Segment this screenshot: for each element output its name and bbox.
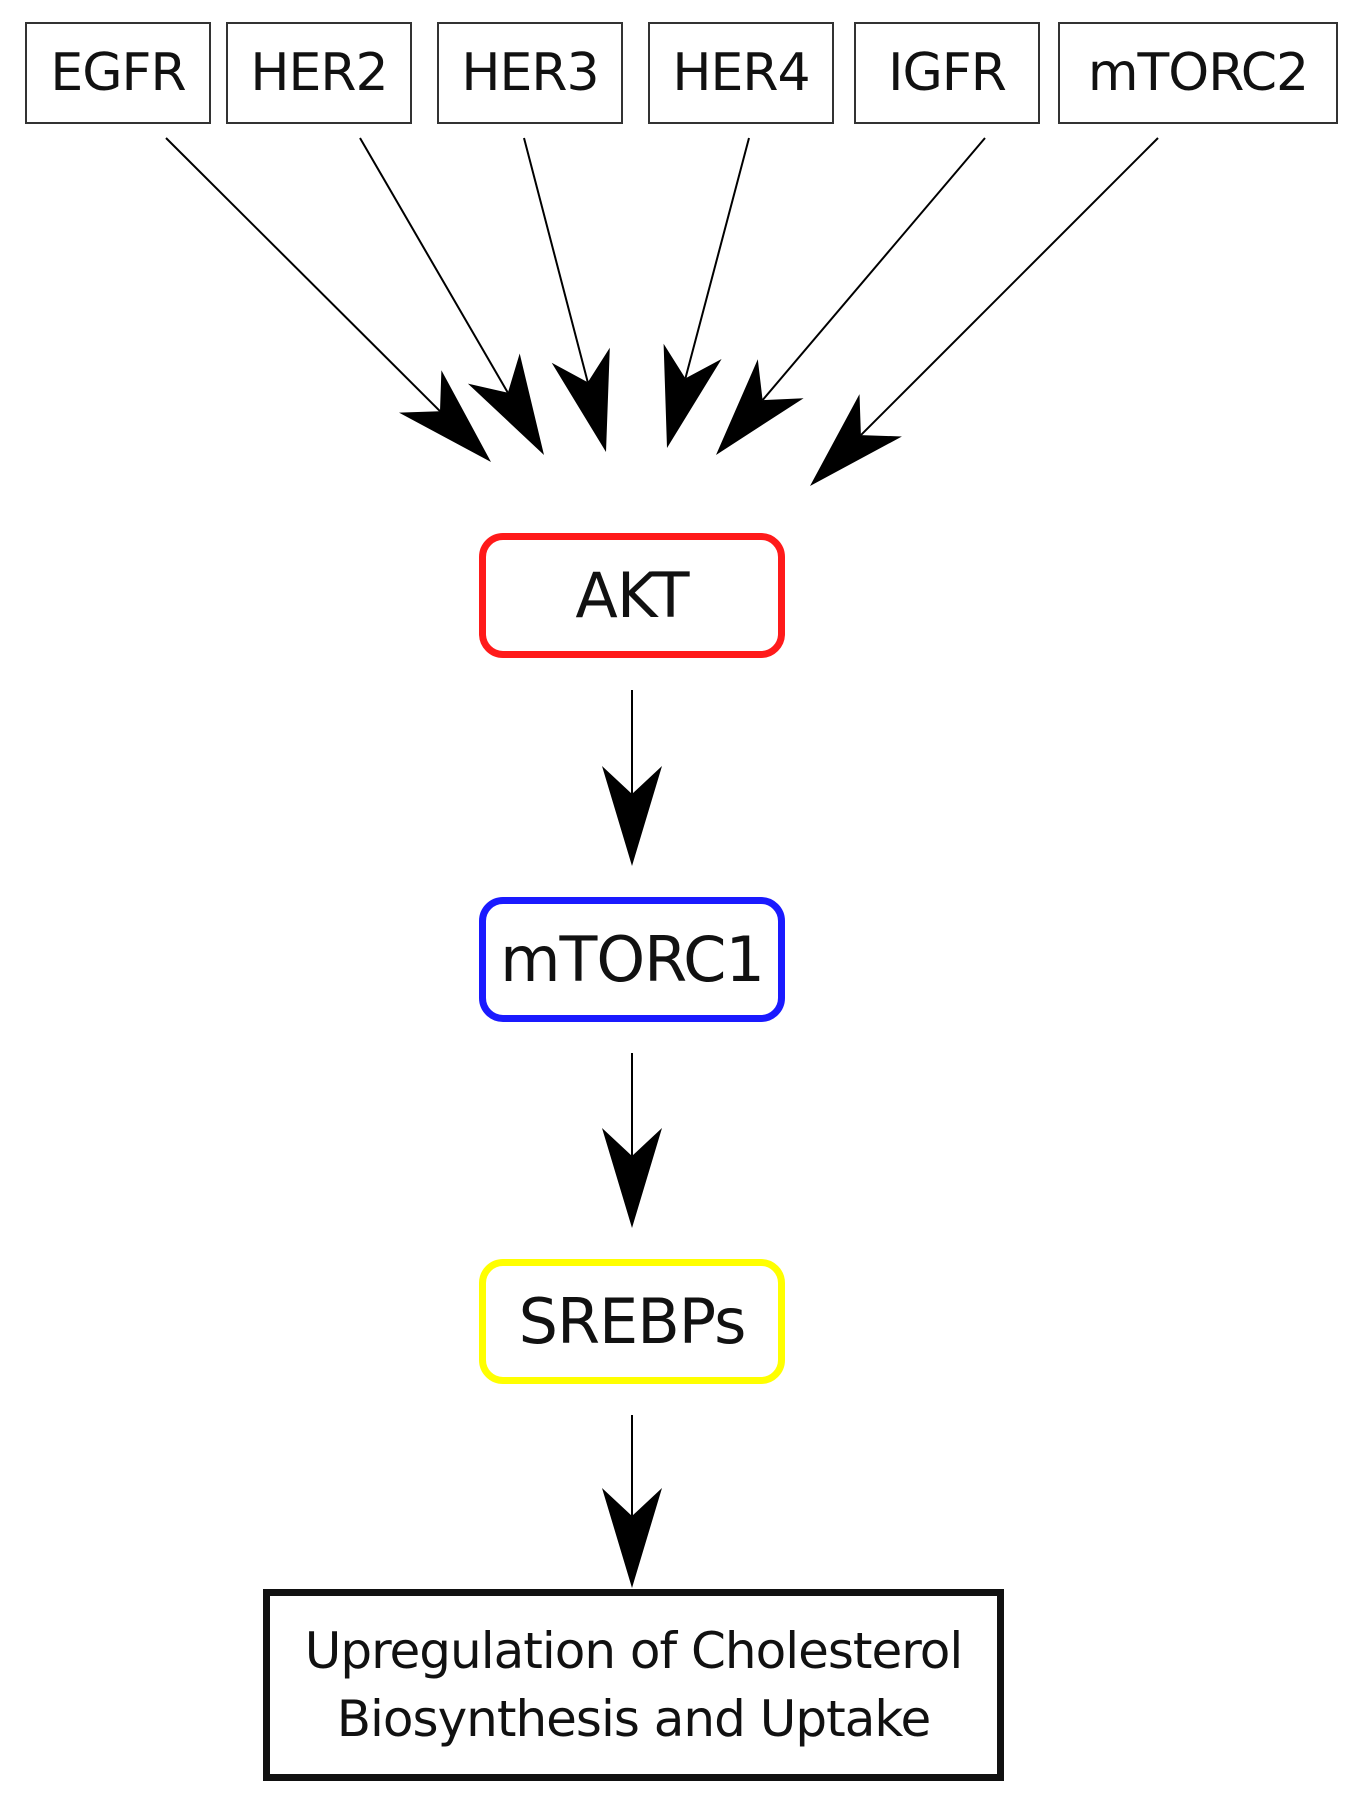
arrow-her2-to-akt-line [359,137,509,394]
arrow-igfr-to-akt-head [716,359,804,455]
node-mtorc1: mTORC1 [479,897,785,1022]
arrow-mtorc1-to-srebps-head [602,1128,662,1228]
arrow-mtorc2-to-akt-head [810,394,902,486]
arrow-egfr-to-akt-line [165,137,441,412]
arrow-her3-to-akt-line [523,137,589,383]
outcome-line-2: Biosynthesis and Uptake [336,1690,932,1748]
node-srebps: SREBPs [479,1259,785,1384]
arrow-her4-to-akt-head [663,343,722,448]
node-akt: AKT [479,533,785,658]
receptor-mtorc2: mTORC2 [1058,22,1338,124]
receptor-igfr: IGFR [854,22,1040,124]
receptor-her2: HER2 [226,22,412,124]
arrow-egfr-to-akt-head [399,370,491,462]
outcome-line-1: Upregulation of Cholesterol [304,1622,963,1680]
arrow-her3-to-akt-head [551,347,610,452]
arrow-srebps-to-outcome-head [602,1488,662,1588]
arrow-mtorc2-to-akt-line [860,137,1159,436]
outcome-box: Upregulation of Cholesterol Biosynthesis… [263,1589,1004,1781]
receptor-egfr: EGFR [25,22,211,124]
arrow-akt-to-mtorc1-head [602,766,662,866]
arrow-igfr-to-akt-line [761,137,986,401]
receptor-her3: HER3 [437,22,623,124]
arrow-her4-to-akt-line [684,137,750,379]
receptor-her4: HER4 [648,22,834,124]
arrow-her2-to-akt-head [467,353,544,455]
